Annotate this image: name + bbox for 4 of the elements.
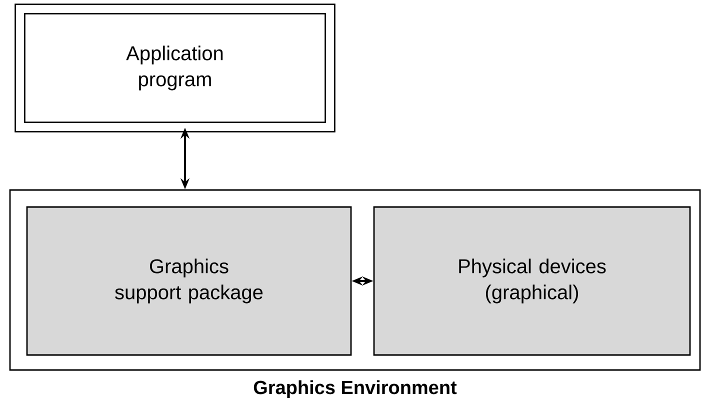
process-box: Graphics support package xyxy=(26,206,352,356)
process-box: Application program xyxy=(14,4,336,132)
group-heading: Graphics Environment xyxy=(254,380,457,398)
process-box: Physical devices (graphical) xyxy=(373,206,691,356)
